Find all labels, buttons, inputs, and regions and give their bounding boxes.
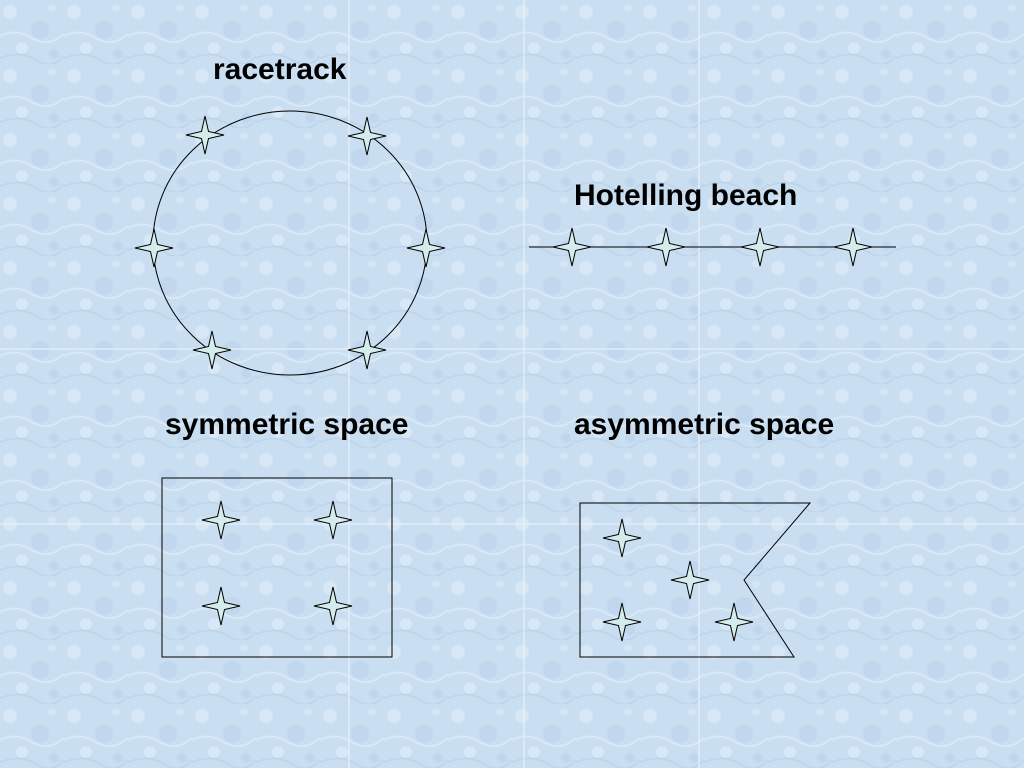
symmetric-space-label: symmetric space xyxy=(165,408,409,441)
racetrack-diagram xyxy=(134,110,446,376)
asymmetric-flag-shape xyxy=(579,502,812,658)
hotelling-beach-label: Hotelling beach xyxy=(574,179,798,212)
asymmetric-space-label: asymmetric space xyxy=(574,408,835,441)
racetrack-label: racetrack xyxy=(213,53,347,86)
asymmetric-space-diagram xyxy=(579,502,812,658)
hotelling-beach-diagram xyxy=(529,227,896,267)
symmetric-rectangle xyxy=(161,477,393,658)
symmetric-space-diagram xyxy=(161,477,393,658)
